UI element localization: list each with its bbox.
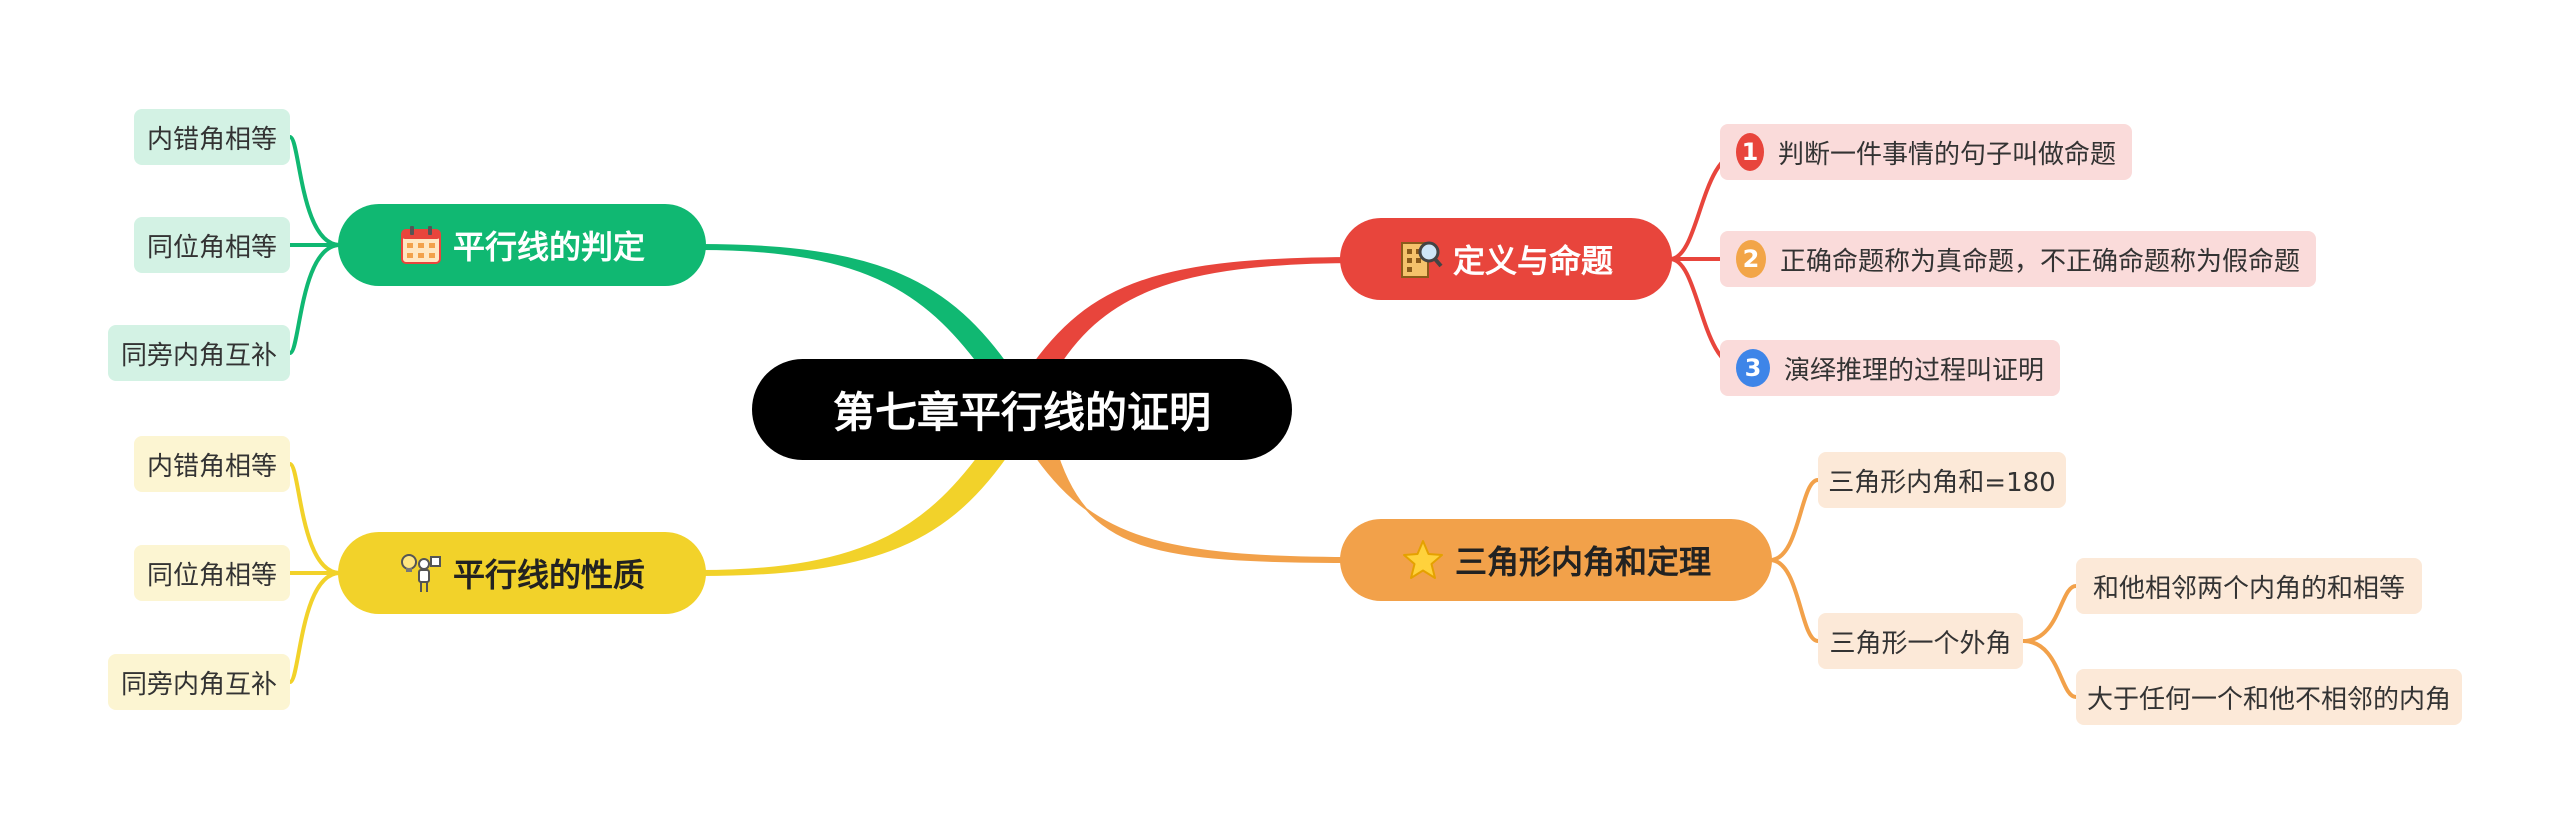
branch-properties[interactable]: 平行线的性质 — [338, 532, 706, 614]
triangle-item-2-text: 三角形一个外角 — [1829, 628, 2012, 659]
number-badge-2: 2 — [1736, 240, 1766, 278]
properties-item-1[interactable]: 内错角相等 — [134, 436, 290, 492]
definitions-item-3[interactable]: 3 演绎推理的过程叫证明 — [1720, 340, 2060, 396]
connector-judgement-leaves — [288, 135, 341, 355]
branch-definitions[interactable]: 定义与命题 — [1340, 218, 1672, 300]
judgement-item-1-text: 内错角相等 — [147, 124, 278, 155]
definitions-item-2-text: 正确命题称为真命题，不正确命题称为假命题 — [1779, 246, 2300, 277]
triangle-item-2[interactable]: 三角形一个外角 — [1818, 613, 2023, 669]
connector-triangle-leaves — [1769, 478, 2077, 699]
connector-root-triangle — [1028, 442, 1361, 564]
definitions-item-2[interactable]: 2 正确命题称为真命题，不正确命题称为假命题 — [1720, 231, 2316, 287]
root-topic[interactable]: 第七章平行线的证明 — [752, 359, 1292, 460]
judgement-item-2[interactable]: 同位角相等 — [134, 217, 290, 273]
building-magnifier-icon — [1399, 237, 1443, 281]
triangle-subitem-1-text: 和他相邻两个内角的和相等 — [2092, 573, 2405, 604]
triangle-subitem-2[interactable]: 大于任何一个和他不相邻的内角 — [2076, 669, 2462, 725]
star-icon — [1401, 538, 1445, 582]
properties-item-2-text: 同位角相等 — [147, 560, 278, 591]
number-badge-3: 3 — [1736, 349, 1770, 387]
triangle-subitem-1[interactable]: 和他相邻两个内角的和相等 — [2076, 558, 2422, 614]
root-title: 第七章平行线的证明 — [832, 388, 1211, 437]
properties-item-3[interactable]: 同旁内角互补 — [108, 654, 290, 710]
branch-triangle[interactable]: 三角形内角和定理 — [1340, 519, 1772, 601]
properties-item-3-text: 同旁内角互补 — [121, 669, 278, 700]
lightbulb-person-icon — [399, 551, 443, 595]
properties-item-1-text: 内错角相等 — [147, 451, 278, 482]
definitions-item-1[interactable]: 1 判断一件事情的句子叫做命题 — [1720, 124, 2132, 180]
branch-triangle-title: 三角形内角和定理 — [1454, 543, 1711, 581]
judgement-item-2-text: 同位角相等 — [147, 232, 278, 263]
triangle-item-1-text: 三角形内角和=180 — [1828, 467, 2056, 498]
judgement-item-1[interactable]: 内错角相等 — [134, 109, 290, 165]
triangle-item-1[interactable]: 三角形内角和=180 — [1818, 452, 2066, 508]
branch-judgement-title: 平行线的判定 — [452, 228, 645, 266]
number-badge-1: 1 — [1736, 133, 1764, 171]
connector-properties-leaves — [288, 462, 341, 684]
branch-definitions-title: 定义与命题 — [1452, 242, 1613, 280]
properties-item-2[interactable]: 同位角相等 — [134, 545, 290, 601]
definitions-item-1-text: 判断一件事情的句子叫做命题 — [1777, 139, 2116, 170]
definitions-item-3-text: 演绎推理的过程叫证明 — [1783, 355, 2044, 386]
branch-properties-title: 平行线的性质 — [452, 556, 645, 594]
connector-root-judgement — [699, 243, 1014, 378]
judgement-item-3-text: 同旁内角互补 — [121, 340, 278, 371]
triangle-subitem-2-text: 大于任何一个和他不相邻的内角 — [2087, 684, 2452, 715]
calendar-icon — [399, 223, 443, 267]
branch-judgement[interactable]: 平行线的判定 — [338, 204, 706, 286]
judgement-item-3[interactable]: 同旁内角互补 — [108, 325, 290, 381]
connector-root-properties — [699, 442, 1014, 577]
